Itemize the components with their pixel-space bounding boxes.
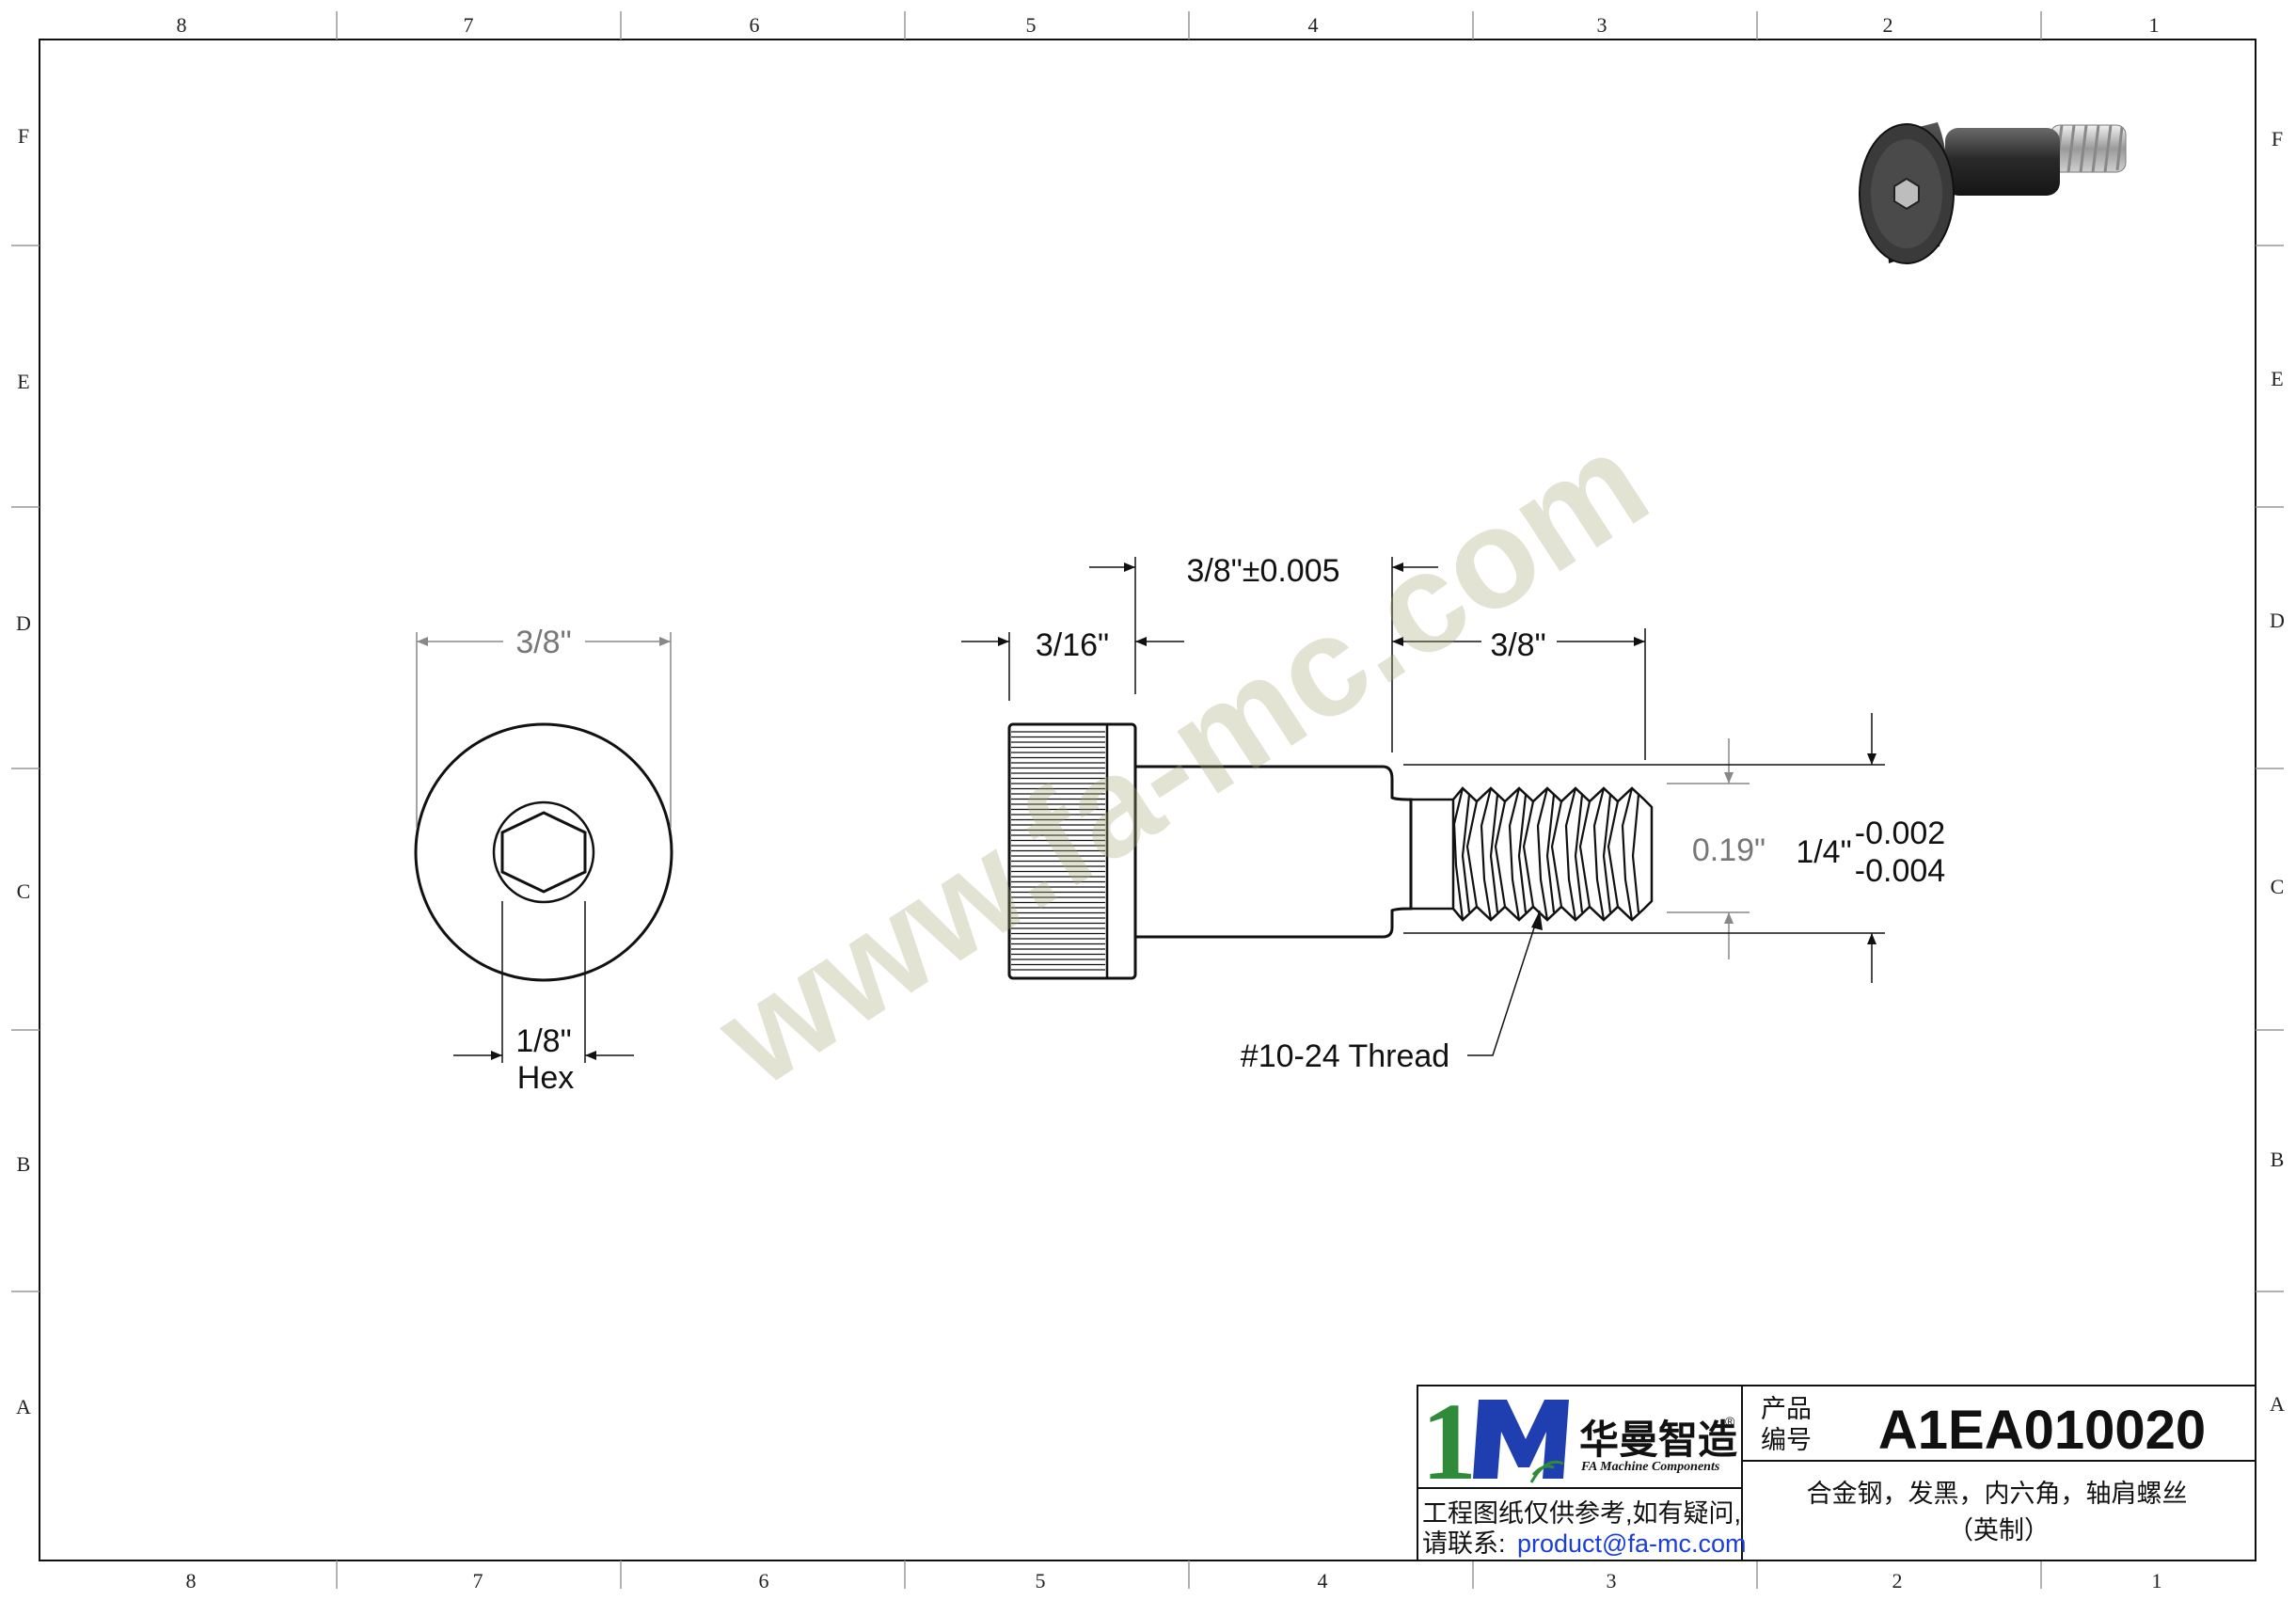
zone-row-left-E: E [17,370,29,393]
logo-mark-one: 1 [1421,1380,1477,1503]
shoulder-diameter-label: 1/4" [1796,834,1851,870]
hex-size-label: 1/8" [515,1023,571,1059]
zone-col-bottom-5: 5 [1036,1569,1046,1592]
zone-col-top-7: 7 [464,13,474,37]
contact-email-link[interactable]: product@fa-mc.com [1517,1529,1746,1558]
tolerance-upper-label: -0.002 [1855,816,1945,851]
end-view-hex-socket [500,811,587,894]
side-view-shoulder [1135,765,1413,939]
side-view-head [1007,722,1137,980]
side-view-thread [1451,786,1654,922]
zone-col-top-2: 2 [1883,13,1893,37]
zone-row-right-E: E [2271,367,2283,390]
zone-col-bottom-2: 2 [1892,1569,1903,1592]
part-number: A1EA010020 [1878,1400,2206,1461]
zone-row-right-B: B [2271,1148,2285,1171]
title-block: 1 华曼智造 ® FA Machine Components 工程图纸仅供参考,… [1417,1380,2256,1561]
zone-row-right-C: C [2271,875,2285,898]
head-length-label: 3/16" [1036,627,1109,663]
zone-row-right-A: A [2270,1392,2285,1416]
screw-3d-render [1859,122,2127,264]
overall-length-label: 3/8"±0.005 [1186,553,1339,589]
zone-row-left-B: B [17,1152,31,1176]
zone-row-left-F: F [18,124,29,148]
zone-row-left-C: C [17,879,31,903]
neck-diameter-label: 0.19" [1692,832,1766,868]
zone-row-right-F: F [2272,127,2283,150]
zone-row-left-D: D [16,611,31,635]
description-line-1: 合金钢，发黑，内六角，轴肩螺丝 [1807,1480,2188,1508]
logo-mark-m [1473,1400,1569,1479]
render-shoulder [1945,128,2060,196]
zone-col-bottom-6: 6 [759,1569,769,1592]
hex-word-label: Hex [517,1060,574,1096]
render-hex-socket [1893,177,1920,211]
registered-mark: ® [1725,1414,1735,1429]
zone-col-top-6: 6 [750,13,760,37]
part-no-label-2: 编号 [1761,1426,1812,1454]
zone-row-right-D: D [2270,609,2285,632]
brand-name-en: FA Machine Components [1580,1460,1720,1474]
watermark-text: www.fa-mc.com [690,401,1673,1116]
thread-length-label: 3/8" [1490,627,1545,663]
disclaimer-line-1: 工程图纸仅供参考,如有疑问, [1422,1499,1741,1528]
brand-name-cn: 华曼智造 [1579,1418,1737,1462]
logo-signal-icon [1529,1460,1564,1483]
zone-row-left-A: A [16,1395,31,1418]
part-no-label-1: 产品 [1761,1395,1812,1423]
zone-col-top-4: 4 [1308,13,1319,37]
zone-col-bottom-8: 8 [186,1569,197,1592]
zone-col-bottom-3: 3 [1607,1569,1617,1592]
description-line-2: （英制） [1948,1516,2050,1545]
disclaimer-line-2: 请联系: [1422,1529,1506,1558]
zone-col-bottom-1: 1 [2152,1569,2162,1592]
zone-col-top-8: 8 [177,13,187,37]
render-thread [2050,124,2127,173]
drawing-frame: 8 7 6 5 4 3 2 1 8 7 6 5 4 3 2 1 F E D C … [11,11,2285,1592]
end-view: 3/8" 1/8" Hex [414,625,673,1096]
zone-col-top-5: 5 [1026,13,1037,37]
end-view-socket-circle [492,800,595,904]
side-view: 3/8"±0.005 3/16" 3/8" 0.19" 1/4" -0.002 … [961,553,1945,1074]
head-knurling [1011,731,1105,971]
tolerance-lower-label: -0.004 [1855,853,1945,889]
zone-col-bottom-4: 4 [1318,1569,1328,1592]
end-view-outer-circle [414,722,673,982]
end-view-diameter-label: 3/8" [515,625,571,660]
zone-col-top-3: 3 [1597,13,1607,37]
thread-callout-label: #10-24 Thread [1241,1038,1449,1074]
zone-col-bottom-7: 7 [473,1569,483,1592]
zone-col-top-1: 1 [2149,13,2160,37]
company-logo: 1 华曼智造 ® FA Machine Components [1421,1380,1737,1503]
